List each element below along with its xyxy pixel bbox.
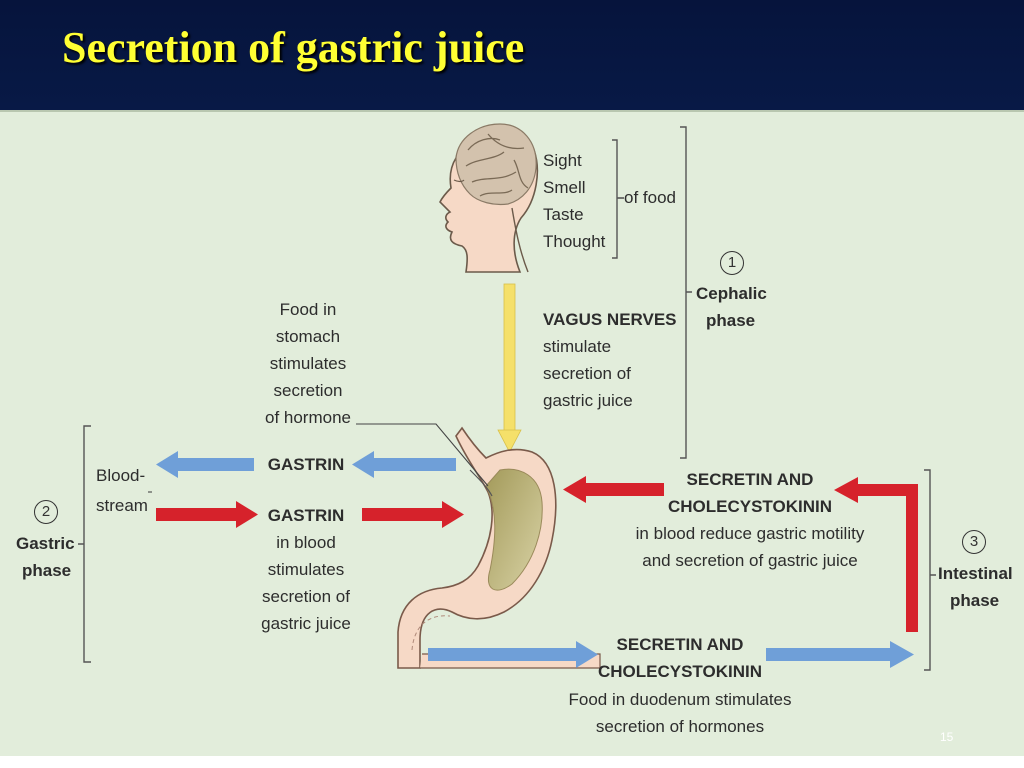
gastrin-line-3: secretion of: [262, 587, 350, 606]
secretin-red-arrow-left: [563, 476, 664, 503]
bottom-band: [0, 756, 1024, 768]
gastrin-line-4: gastric juice: [261, 614, 351, 633]
duodenum-blue-arrow-right: [428, 641, 598, 668]
vagus-arrow: [497, 283, 522, 453]
page-number: 15: [940, 730, 954, 744]
gastrin-blood-arrow-right: [156, 501, 258, 528]
gastrin-line-1: in blood: [276, 533, 336, 552]
gastrin-top-label: GASTRIN: [267, 455, 345, 474]
vagus-line-3: gastric juice: [543, 391, 633, 410]
hormone-blue-arrow-right: [766, 641, 914, 668]
gastrin-stomach-arrow-left: [352, 451, 456, 478]
head-illustration: [439, 123, 539, 273]
sense-sight: Sight: [543, 151, 582, 170]
secretin-top-line-1: SECRETIN AND: [686, 470, 814, 489]
gastrin-stomach-arrow-right: [362, 501, 464, 528]
intestinal-phase-line1: Intestinal: [938, 564, 1013, 583]
bloodstream-line-2: stream: [96, 496, 148, 515]
vagus-line-2: secretion of: [543, 364, 631, 383]
cephalic-phase-line1: Cephalic: [696, 284, 767, 303]
food-line-3: stimulates: [269, 354, 347, 373]
food-line-1: Food in: [279, 300, 337, 319]
gastrin-bottom-label: GASTRIN: [267, 506, 345, 525]
bloodstream-line-1: Blood-: [96, 466, 146, 485]
effect-line-2: and secretion of gastric juice: [642, 551, 858, 570]
phase-number-1: 1: [720, 251, 744, 275]
food-line-4: secretion: [273, 381, 343, 400]
gastrin-blood-arrow-left: [156, 451, 254, 478]
gastric-phase-line1: Gastric: [16, 534, 75, 553]
secretin-bottom-line-1: SECRETIN AND: [616, 635, 744, 654]
intestinal-red-feedback-arrow: [834, 477, 918, 632]
duodenum-line-1: Food in duodenum stimulates: [568, 690, 792, 709]
phase-number-3: 3: [962, 530, 986, 554]
food-line-2: stomach: [275, 327, 341, 346]
secretin-bottom-line-2: CHOLECYSTOKININ: [597, 662, 763, 681]
gastrin-line-2: stimulates: [267, 560, 345, 579]
vagus-line-1: stimulate: [543, 337, 612, 356]
hormone-leader: [356, 423, 489, 487]
cephalic-bracket: [680, 126, 692, 459]
gastric-bracket: [78, 425, 91, 663]
intestinal-bracket: [924, 469, 936, 671]
senses-bracket: [612, 139, 624, 259]
sense-smell: Smell: [543, 178, 586, 197]
of-food-label: of food: [624, 188, 676, 207]
intestinal-phase-line2: phase: [950, 591, 1000, 610]
food-line-5: of hormone: [265, 408, 351, 427]
gastric-phase-line2: phase: [22, 561, 72, 580]
sense-thought: Thought: [543, 232, 606, 251]
effect-line-1: in blood reduce gastric motility: [635, 524, 865, 543]
duodenum-line-2: secretion of hormones: [595, 717, 765, 736]
sense-taste: Taste: [543, 205, 584, 224]
slide-title: Secretion of gastric juice: [62, 23, 525, 72]
vagus-nerves-title: VAGUS NERVES: [543, 310, 677, 329]
cephalic-phase-line2: phase: [706, 311, 756, 330]
secretin-top-line-2: CHOLECYSTOKININ: [667, 497, 833, 516]
phase-number-2: 2: [34, 500, 58, 524]
